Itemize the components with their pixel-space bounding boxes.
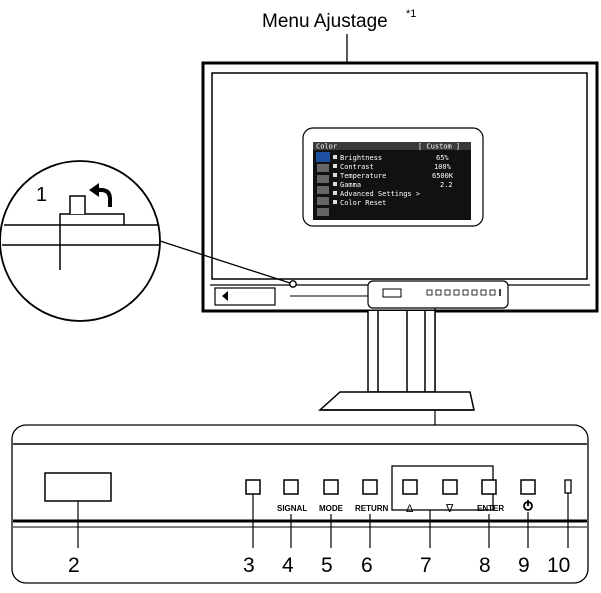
eizo-logo-icon: [222, 291, 228, 301]
osd-sound-icon: [317, 175, 329, 183]
osd-item-value: 6500K: [432, 172, 454, 180]
callout-6: 6: [361, 554, 373, 577]
sensor-housing: [59, 213, 125, 245]
osd-item-bullets: [333, 155, 337, 204]
callout-5: 5: [321, 554, 333, 577]
stand-base: [318, 391, 475, 411]
power-icon: [523, 500, 533, 511]
eizo-logo-panel: [214, 287, 276, 306]
osd-item-label: Contrast: [340, 163, 374, 171]
mini-buttons: [426, 289, 496, 296]
callout-7: 7: [420, 554, 432, 577]
return-label: RETURN: [355, 504, 389, 513]
osd-color-icon: [316, 152, 330, 162]
signal-button[interactable]: [283, 479, 299, 495]
mode-button[interactable]: [323, 479, 339, 495]
up-label: Δ: [406, 503, 414, 515]
callout-leaders: [77, 493, 569, 548]
power-led: [564, 479, 572, 494]
callout-10: 10: [547, 554, 570, 577]
callout-8: 8: [479, 554, 491, 577]
control-panel-outline: [11, 424, 589, 584]
callout-1: 1: [36, 184, 47, 206]
rotate-arrow-icon: [96, 188, 112, 207]
osd-item-label: Gamma: [340, 181, 361, 189]
callout-9: 9: [518, 554, 530, 577]
osd-item-label: Advanced Settings >: [340, 190, 420, 198]
down-button[interactable]: [442, 479, 458, 495]
osd-item-value: 65%: [436, 154, 449, 162]
monitor-stand: [318, 311, 475, 411]
osd-pip-icon: [317, 186, 329, 194]
callout-2: 2: [68, 554, 80, 577]
callout-4: 4: [282, 554, 294, 577]
osd-item-list: Brightness 65% Contrast 100% Temperature…: [340, 154, 454, 207]
title-footnote: *1: [406, 8, 416, 20]
osd-menu: Color [ Custom ] Brightness 65% Contrast…: [302, 127, 484, 227]
osd-settings-icon: [317, 197, 329, 205]
callout-3: 3: [243, 554, 255, 577]
osd-item-label: Color Reset: [340, 199, 386, 207]
sensor-magnifier: 1: [0, 160, 291, 322]
return-button[interactable]: [362, 479, 378, 495]
up-button[interactable]: [402, 479, 418, 495]
down-label: ∇: [445, 503, 454, 515]
rotate-arrow-head-icon: [89, 183, 99, 197]
title-menu-ajustage: Menu Ajustage: [262, 11, 388, 32]
osd-item-label: Temperature: [340, 172, 386, 180]
enter-label: ENTER: [477, 504, 504, 513]
display-window: [44, 472, 112, 502]
mode-label: MODE: [319, 504, 344, 513]
sensor-dot: [289, 280, 297, 288]
power-button[interactable]: [520, 479, 536, 495]
enter-button[interactable]: [481, 479, 497, 495]
signal-label: SIGNAL: [277, 504, 307, 513]
osd-item-value: 100%: [434, 163, 452, 171]
input-button[interactable]: [245, 479, 261, 495]
magnifier-leader: [159, 240, 291, 284]
osd-header-left: Color: [316, 143, 337, 151]
magnifier-circle: [0, 160, 161, 322]
mini-display-window: [382, 288, 402, 298]
osd-info-icon: [317, 208, 329, 216]
osd-item-value: 2.2: [440, 181, 453, 189]
osd-panel: [313, 142, 471, 220]
osd-header-right: [ Custom ]: [418, 143, 460, 151]
osd-header-bar: [313, 142, 471, 150]
sensor-tab: [69, 195, 86, 214]
control-panel-enlarged: SIGNAL MODE RETURN Δ ∇ ENTER 2 3 4 5 6 7…: [11, 424, 589, 584]
osd-screen-icon: [317, 164, 329, 172]
osd-item-label: Brightness: [340, 154, 382, 162]
